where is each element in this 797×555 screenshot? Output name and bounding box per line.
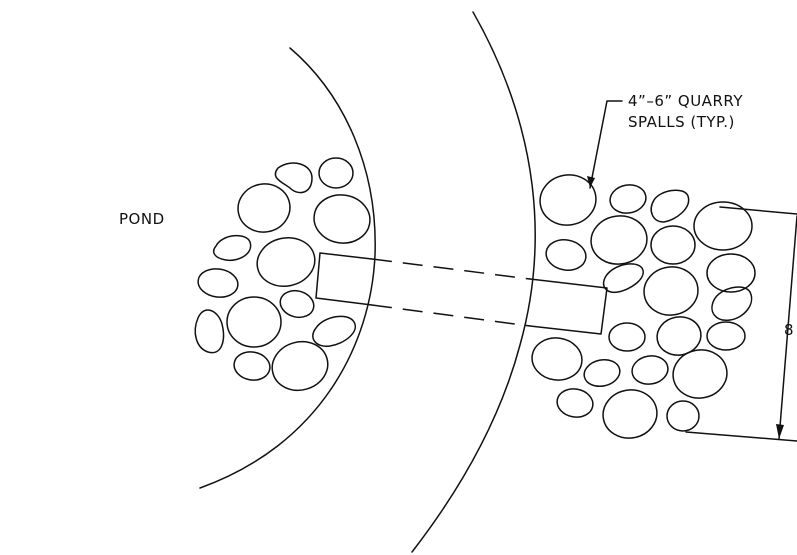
quarry-spall: [531, 337, 583, 381]
quarry-spall: [672, 349, 728, 399]
quarry-spall: [539, 174, 597, 226]
dimension-arrowhead: [776, 424, 784, 439]
quarry-spall: [706, 253, 756, 293]
quarry-spall: [274, 162, 313, 194]
dimension-extension-top: [719, 206, 797, 215]
quarry-spall: [194, 309, 225, 354]
quarry-spall: [318, 157, 354, 189]
quarry-spall: [602, 263, 644, 294]
quarry-spall: [706, 321, 746, 351]
quarry-spall: [197, 268, 239, 298]
quarry-spalls-callout-line2: SPALLS (TYP.): [628, 113, 735, 131]
quarry-spall: [650, 189, 690, 223]
quarry-spall: [590, 215, 648, 265]
culvert-pipe-top-hidden: [371, 258, 531, 280]
quarry-spalls-left-group: [194, 157, 371, 392]
quarry-spall: [666, 400, 700, 432]
quarry-spall: [226, 296, 282, 348]
dimension-value: 8: [784, 321, 794, 339]
callout-arrowhead: [587, 176, 595, 188]
quarry-spall: [711, 286, 753, 321]
dimension-line: [778, 215, 797, 440]
quarry-spall: [279, 289, 315, 319]
quarry-spall: [313, 194, 371, 244]
culvert-pipe-bottom-hidden: [371, 304, 531, 327]
quarry-spall: [545, 239, 587, 271]
pond-edge-curve: [199, 47, 376, 489]
quarry-spall: [693, 201, 753, 251]
quarry-spall: [556, 388, 594, 418]
culvert-outlet-end: [529, 278, 608, 335]
quarry-spall: [312, 315, 357, 347]
pond-label: POND: [119, 210, 165, 228]
quarry-spall: [650, 225, 696, 265]
quarry-spall: [213, 234, 252, 262]
quarry-spall: [271, 340, 329, 392]
culvert-inlet-end: [315, 252, 373, 306]
quarry-spall: [233, 351, 271, 381]
quarry-spall: [643, 266, 699, 316]
quarry-spall: [608, 322, 646, 352]
quarry-spall: [256, 237, 316, 287]
quarry-spall: [237, 183, 291, 233]
quarry-spall: [656, 316, 702, 356]
quarry-spall: [631, 355, 669, 385]
quarry-spalls-callout-line1: 4”–6” QUARRY: [628, 92, 743, 110]
channel-edge-curve: [411, 11, 536, 553]
quarry-spall: [602, 389, 658, 439]
callout-leader-line: [589, 100, 623, 189]
quarry-spalls-right-group: [531, 174, 756, 439]
quarry-spall: [583, 358, 621, 388]
quarry-spall: [609, 184, 647, 214]
